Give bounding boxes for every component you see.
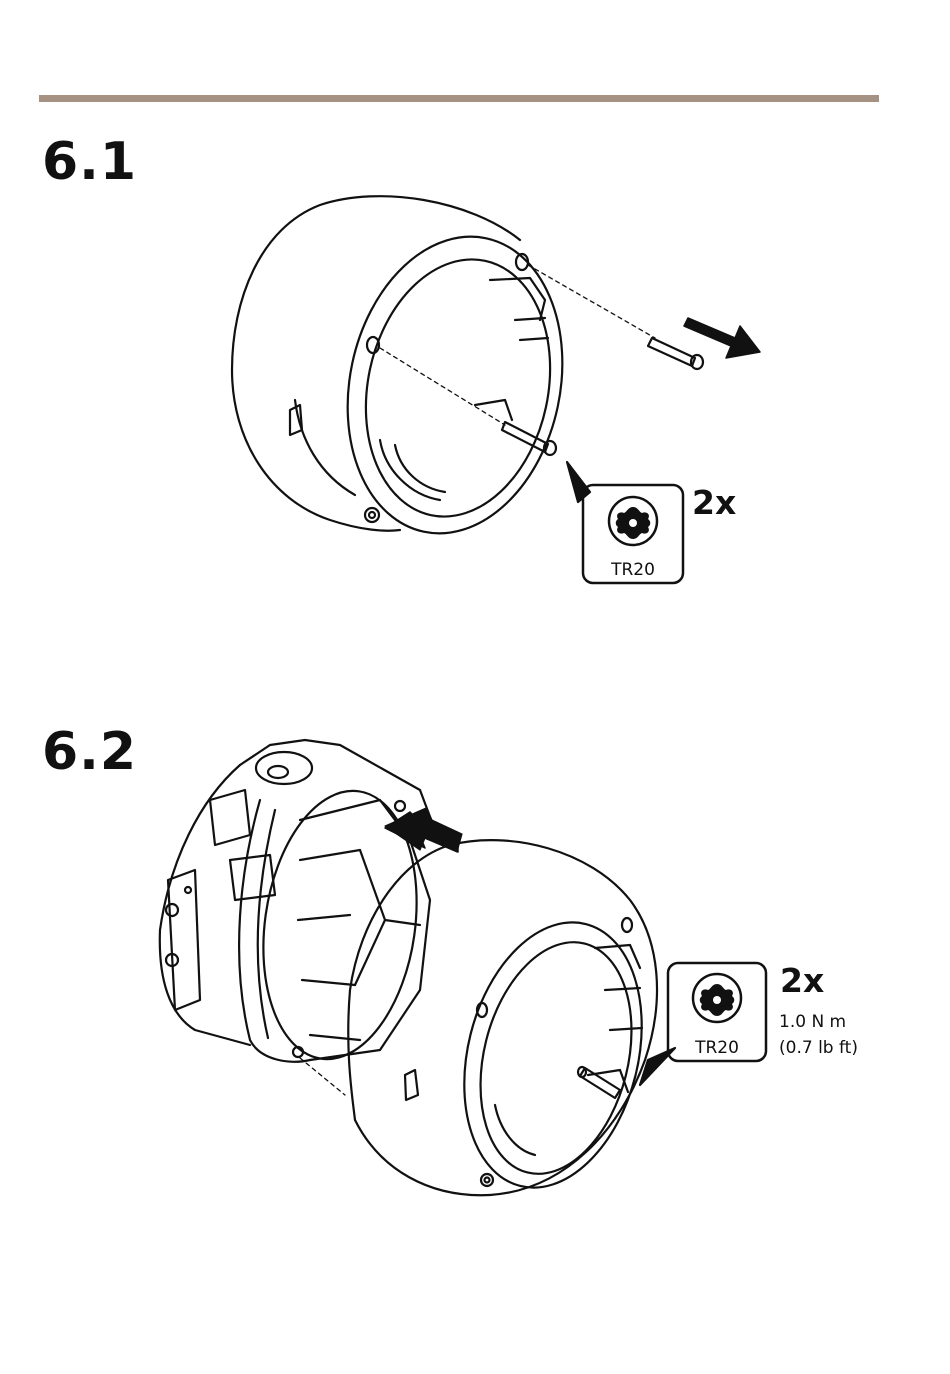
step-6-2-housing — [160, 740, 435, 1069]
step-6-2-cover-ring — [348, 840, 668, 1206]
tool-callout-6-1: TR20 — [567, 462, 683, 583]
arrow-out-icon — [684, 318, 760, 358]
tool-label-6-2: TR20 — [694, 1038, 739, 1058]
screw-guide-lines — [380, 265, 655, 425]
screw-icon — [502, 338, 703, 455]
torque-nm: 1.0 N m — [779, 1012, 846, 1032]
tool-callout-6-2: TR20 — [578, 963, 766, 1098]
torque-lbft: (0.7 lb ft) — [779, 1038, 858, 1058]
tool-label-6-1: TR20 — [610, 560, 655, 580]
torx-bit-icon — [609, 497, 657, 545]
torx-bit-icon — [693, 974, 741, 1022]
cover-guide-line — [300, 1058, 345, 1095]
quantity-6-1: 2x — [692, 483, 736, 522]
quantity-6-2: 2x — [780, 961, 824, 1000]
step-6-1-cover-ring — [232, 196, 589, 553]
